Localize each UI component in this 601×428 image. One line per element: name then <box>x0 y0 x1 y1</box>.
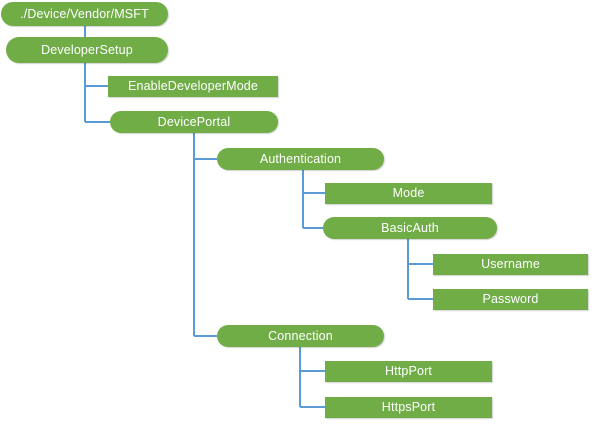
node-developersetup-label: DeveloperSetup <box>41 42 133 57</box>
node-httpport[interactable]: HttpPort <box>325 361 492 382</box>
node-deviceportal-label: DevicePortal <box>157 114 231 129</box>
node-mode-label: Mode <box>392 186 425 201</box>
node-connection[interactable]: Connection <box>217 325 384 347</box>
node-password[interactable]: Password <box>433 289 588 310</box>
node-username-label: Username <box>481 257 540 272</box>
node-username[interactable]: Username <box>433 254 588 275</box>
node-developersetup[interactable]: DeveloperSetup <box>6 37 168 63</box>
node-authentication[interactable]: Authentication <box>217 148 384 170</box>
node-enabledevelopermode[interactable]: EnableDeveloperMode <box>108 76 278 97</box>
node-deviceportal[interactable]: DevicePortal <box>110 111 278 133</box>
node-basicauth[interactable]: BasicAuth <box>323 217 497 239</box>
node-httpsport[interactable]: HttpsPort <box>325 397 492 418</box>
node-root[interactable]: ./Device/Vendor/MSFT <box>1 2 168 26</box>
node-password-label: Password <box>482 292 539 307</box>
node-mode[interactable]: Mode <box>325 183 492 204</box>
node-connection-label: Connection <box>268 328 333 343</box>
node-basicauth-label: BasicAuth <box>381 220 439 235</box>
node-root-label: ./Device/Vendor/MSFT <box>20 6 149 21</box>
node-httpport-label: HttpPort <box>384 364 433 379</box>
node-enabledevelopermode-label: EnableDeveloperMode <box>127 79 259 94</box>
node-authentication-label: Authentication <box>259 151 342 166</box>
node-httpsport-label: HttpsPort <box>381 400 436 415</box>
